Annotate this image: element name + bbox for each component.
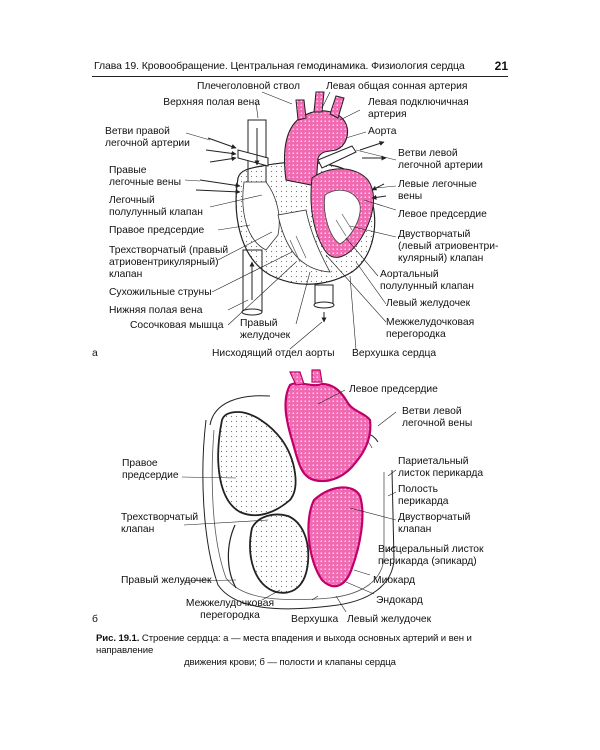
panel-letter-b: б [92,614,98,625]
label-b-parietal-pericardium: Париетальный листок перикарда [398,456,484,479]
page-number: 21 [494,59,508,73]
label-b-left-pulmonary-veins: Ветви левой легочной вены [402,406,473,429]
label-descending-aorta: Нисходящий отдел аорты [212,348,335,359]
label-superior-vena-cava: Верхняя полая вена [163,97,260,108]
running-header: Глава 19. Кровообращение. Центральная ге… [92,59,508,77]
label-right-ventricle: Правый желудочек [240,318,291,341]
label-left-common-carotid: Левая общая сонная артерия [326,81,468,92]
label-b-left-ventricle: Левый желудочек [347,614,432,625]
label-b-myocardium: Миокард [373,575,416,586]
label-left-subclavian: Левая подключичная артерия [368,97,469,120]
label-left-ventricle: Левый желудочек [386,298,471,309]
label-aortic-valve: Аортальный полулунный клапан [380,269,474,292]
label-left-atrium: Левое предсердие [398,209,487,220]
label-tricuspid-valve: Трехстворчатый (правый атриовентрикулярн… [109,245,229,280]
label-brachiocephalic-trunk: Плечеголовной ствол [197,81,300,92]
caption-line-2: движения крови; б — полости и клапаны се… [184,657,396,668]
chapter-title: Глава 19. Кровообращение. Центральная ге… [94,60,465,72]
label-b-left-atrium: Левое предсердие [349,384,438,395]
label-chordae-tendineae: Сухожильные струны [109,287,212,298]
label-right-pulmonary-veins: Правые легочные вены [109,165,181,188]
label-right-pulmonary-branches: Ветви правой легочной артерии [105,126,190,149]
label-left-pulmonary-branches: Ветви левой легочной артерии [398,148,483,171]
label-right-atrium: Правое предсердие [109,225,205,236]
label-inferior-vena-cava: Нижняя полая вена [109,305,203,316]
label-pulmonary-valve: Легочный полулунный клапан [109,195,203,218]
label-b-septum: Межжелудочковая перегородка [185,598,275,621]
label-b-endocardium: Эндокард [376,595,423,606]
diagram-b-heart [181,369,397,613]
label-left-pulmonary-veins: Левые легочные вены [398,179,477,202]
label-mitral-valve: Двустворчатый (левый атриовентри- кулярн… [398,229,499,264]
figure-caption: Рис. 19.1. Строение сердца: а — места вп… [96,633,516,669]
label-b-visceral-pericardium: Висцеральный листок перикарда (эпикард) [378,544,484,567]
figure-number: Рис. 19.1. [96,633,140,644]
label-apex-a: Верхушка сердца [352,348,437,359]
panel-letter-a: а [92,348,98,359]
label-b-tricuspid-valve: Трехстворчатый клапан [121,512,199,535]
label-interventricular-septum: Межжелудочковая перегородка [386,317,475,340]
label-b-apex: Верхушка [291,614,339,625]
label-aorta: Аорта [368,126,397,137]
label-b-right-ventricle: Правый желудочек [121,575,212,586]
label-b-right-atrium: Правое предсердие [122,458,179,481]
label-b-mitral-valve: Двустворчатый клапан [398,512,471,535]
caption-line-1: Строение сердца: а — места впадения и вы… [96,633,472,656]
label-b-pericardial-cavity: Полость перикарда [398,484,449,507]
diagram-a-heart [184,91,397,351]
label-papillary-muscle: Сосочковая мышца [130,320,224,331]
